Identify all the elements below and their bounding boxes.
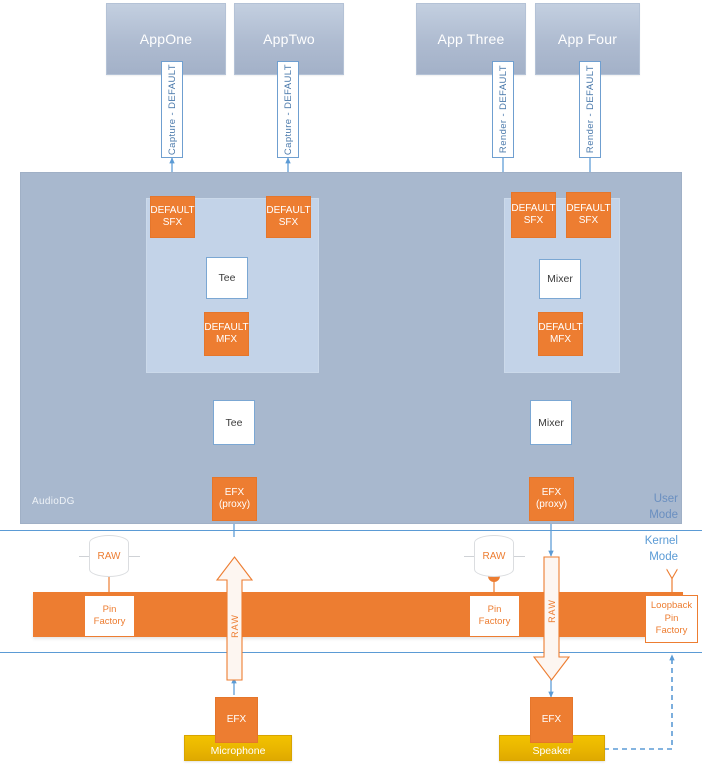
kernel-mode-label: Kernel Mode (644, 535, 678, 563)
raw-node-render: RAW (474, 535, 514, 577)
render-sfx-left[interactable]: DEFAULT SFX (511, 192, 556, 238)
capture-sfx-right[interactable]: DEFAULT SFX (266, 196, 311, 238)
stream-label-appthree: Render - DEFAULT (492, 61, 514, 158)
device-microphone[interactable]: Microphone (184, 735, 292, 761)
app-label: AppTwo (263, 31, 315, 47)
stream-label-apptwo: Capture - DEFAULT (277, 61, 299, 158)
app-label: App Four (557, 31, 618, 47)
render-default-mfx[interactable]: DEFAULT MFX (538, 312, 583, 356)
stream-label-appfour: Render - DEFAULT (579, 61, 601, 158)
raw-node-stub-right-2 (513, 556, 525, 557)
loopback-pin-factory[interactable]: Loopback Pin Factory (645, 595, 698, 643)
capture-default-mfx[interactable]: DEFAULT MFX (204, 312, 249, 356)
device-label: Microphone (210, 745, 266, 757)
pin-factory-render[interactable]: Pin Factory (469, 595, 520, 637)
render-sfx-right[interactable]: DEFAULT SFX (566, 192, 611, 238)
render-mixer-lower[interactable]: Mixer (530, 400, 572, 445)
raw-node-stub-left (79, 556, 91, 557)
raw-node-stub-left-2 (464, 556, 476, 557)
device-label: Speaker (532, 745, 572, 757)
app-label: App Three (437, 31, 505, 47)
render-efx-proxy[interactable]: EFX (proxy) (529, 477, 574, 521)
capture-tee-upper[interactable]: Tee (206, 257, 248, 299)
pin-factory-capture[interactable]: Pin Factory (84, 595, 135, 637)
raw-block-arrow-down: RAW (532, 556, 571, 681)
capture-efx-proxy[interactable]: EFX (proxy) (212, 477, 257, 521)
capture-tee-lower[interactable]: Tee (213, 400, 255, 445)
raw-node-stub-right (128, 556, 140, 557)
capture-sfx-left[interactable]: DEFAULT SFX (150, 196, 195, 238)
app-label: AppOne (139, 31, 193, 47)
user-kernel-divider (0, 530, 702, 531)
microphone-efx[interactable]: EFX (215, 697, 258, 743)
user-mode-label: User Mode (649, 493, 678, 521)
speaker-efx[interactable]: EFX (530, 697, 573, 743)
render-mixer-upper[interactable]: Mixer (539, 259, 581, 299)
stream-label-appone: Capture - DEFAULT (161, 61, 183, 158)
raw-block-arrow-up: RAW (215, 556, 254, 681)
kernel-driver-band (33, 592, 683, 637)
kernel-hardware-divider (0, 652, 702, 653)
audiodg-label: AudioDG (32, 496, 75, 507)
raw-node-capture: RAW (89, 535, 129, 577)
